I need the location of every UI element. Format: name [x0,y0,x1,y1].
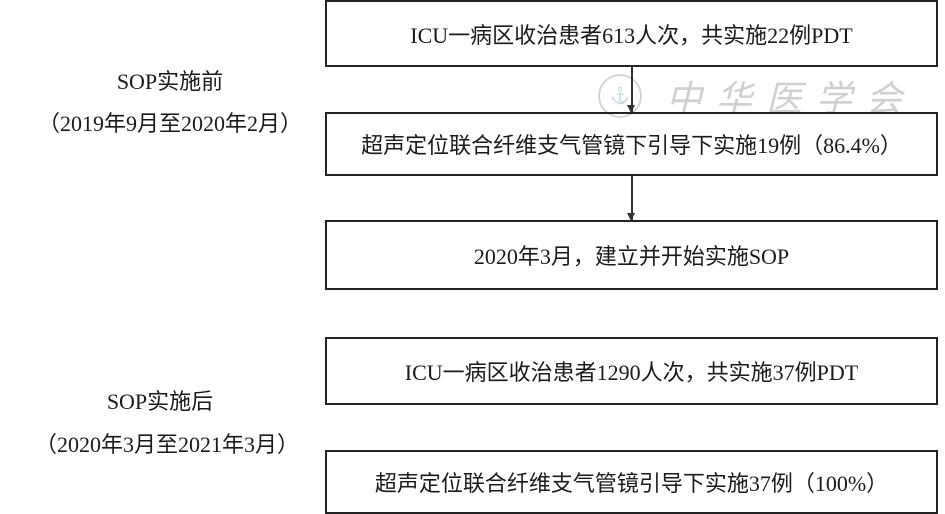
box-text: 超声定位联合纤维支气管镜下引导下实施19例（86.4%） [361,133,902,158]
after-title: SOP实施后 [106,389,214,414]
milestone-box: 2020年3月，建立并开始实施SOP [325,220,938,290]
after-box-admissions: ICU一病区收治患者1290人次，共实施37例PDT [325,337,938,405]
box-text: 超声定位联合纤维支气管镜引导下实施37例（100%） [374,471,889,496]
after-box-guided: 超声定位联合纤维支气管镜引导下实施37例（100%） [325,450,938,514]
before-period: （2019年9月至2020年2月） [37,111,302,136]
box-text: ICU一病区收治患者1290人次，共实施37例PDT [404,360,859,385]
box-text: ICU一病区收治患者613人次，共实施22例PDT [410,22,853,48]
arrow-down [628,176,634,221]
before-box-admissions: ICU一病区收治患者613人次，共实施22例PDT [325,0,938,67]
box-text: 2020年3月，建立并开始实施SOP [473,244,790,269]
before-title: SOP实施前 [116,69,224,94]
arrow-down [628,67,634,113]
after-period: （2020年3月至2021年3月） [34,432,299,457]
seal-icon: ⚓ [598,74,642,118]
before-box-guided: 超声定位联合纤维支气管镜下引导下实施19例（86.4%） [325,112,938,176]
